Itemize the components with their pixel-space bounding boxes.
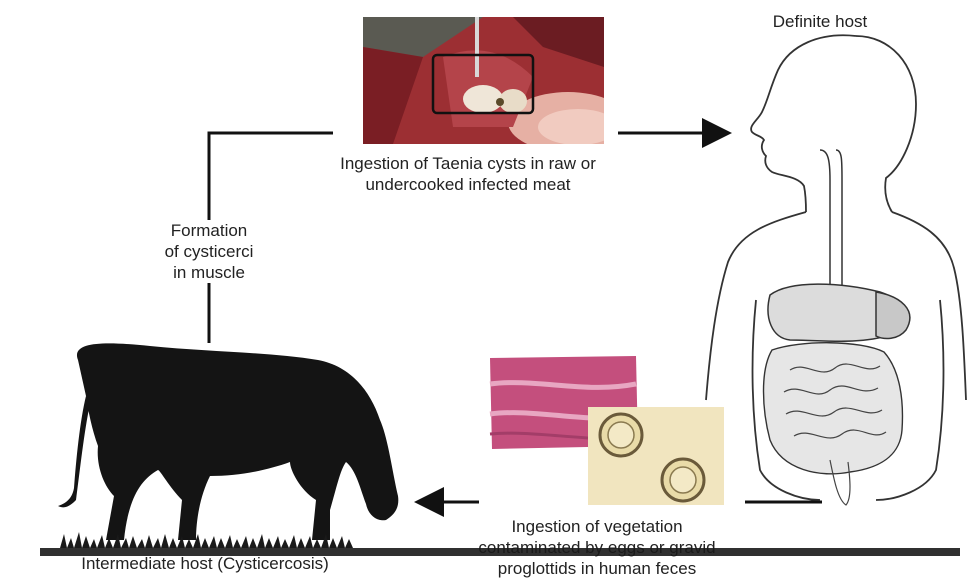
intermediate-host-label: Intermediate host (Cysticercosis) (55, 553, 355, 574)
ingestion-vegetation-label: Ingestion of vegetation contaminated by … (447, 516, 747, 579)
egg-icon (588, 407, 724, 505)
meat-cyst-icon (363, 17, 604, 144)
definite-host-label: Definite host (745, 11, 895, 32)
meat-cyst-photo (363, 17, 604, 144)
ingestion-cysts-label: Ingestion of Taenia cysts in raw or unde… (318, 153, 618, 195)
egg-photo (588, 407, 724, 505)
formation-label: Formation of cysticerci in muscle (139, 220, 279, 283)
